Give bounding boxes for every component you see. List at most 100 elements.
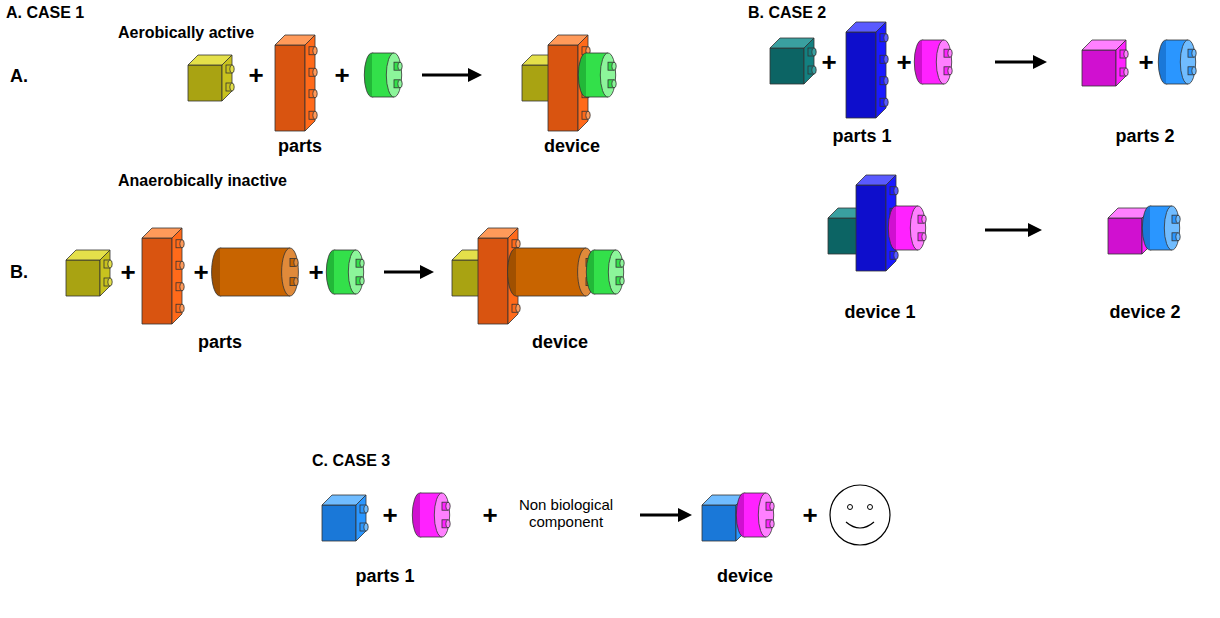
pink-cylinder: [910, 206, 925, 250]
section-title: C. CASE 3: [312, 452, 390, 470]
brick-stud: [620, 277, 624, 285]
brick-stud: [364, 505, 368, 513]
caption-label: device 1: [844, 302, 915, 323]
green-cylinder: [608, 250, 623, 294]
caption-label: parts 2: [1115, 126, 1174, 147]
smiley-face: [846, 522, 874, 528]
blue-cube: [322, 505, 356, 541]
brick-stud: [1192, 49, 1196, 57]
brick-stud: [313, 111, 317, 119]
brick-stud: [894, 251, 898, 259]
plus-sign: +: [308, 259, 323, 285]
pink-cylinder: [744, 537, 766, 538]
orange-brick: [478, 238, 508, 324]
green-cylinder: [386, 53, 401, 97]
brown-cylinder: [220, 296, 290, 297]
brick-stud: [812, 48, 816, 56]
plus-sign: +: [896, 49, 911, 75]
pink-cylinder: [936, 40, 951, 84]
smiley-face: [830, 485, 890, 545]
green-cylinder: [586, 53, 608, 54]
brick-stud: [180, 240, 184, 248]
brown-cylinder: [282, 248, 299, 296]
brick-stud: [446, 502, 450, 510]
plus-sign: +: [482, 502, 497, 528]
pink-cylinder: [896, 206, 918, 207]
brick-stud: [398, 62, 402, 70]
yellow-cube: [188, 65, 222, 101]
plus-sign: +: [334, 62, 349, 88]
blue-cylinder: [1150, 206, 1172, 207]
brick-stud: [948, 67, 952, 75]
brick-stud: [884, 98, 888, 106]
plus-sign: +: [193, 259, 208, 285]
brick-stud: [313, 68, 317, 76]
caption-label: device: [717, 566, 773, 587]
yellow-cube: [66, 260, 100, 296]
caption-label: device: [532, 332, 588, 353]
condition-label: Anaerobically inactive: [118, 172, 287, 190]
green-cylinder: [600, 53, 615, 97]
reaction-arrow: [1033, 55, 1047, 69]
plus-sign: +: [821, 49, 836, 75]
brick-stud: [1176, 215, 1180, 223]
brick-stud: [294, 258, 298, 266]
brick-stud: [1192, 67, 1196, 75]
reaction-arrow: [384, 271, 422, 274]
brick-stud: [612, 62, 616, 70]
blue-cylinder: [1166, 40, 1188, 41]
pink-cylinder: [744, 493, 766, 494]
brick-stud: [516, 304, 520, 312]
brick-stud: [922, 215, 926, 223]
reaction-arrow: [422, 74, 470, 77]
brick-stud: [1176, 233, 1180, 241]
pink-cube: [1116, 40, 1126, 86]
blue-cylinder: [1180, 40, 1195, 84]
pink-cylinder: [420, 537, 442, 538]
blue-brick: [846, 32, 876, 118]
pink-cylinder: [758, 493, 773, 537]
row-label: A.: [10, 66, 28, 87]
yellow-cube: [100, 250, 110, 296]
pink-cylinder: [922, 84, 944, 85]
green-cylinder: [334, 294, 356, 295]
brick-stud: [770, 502, 774, 510]
caption-label: device: [544, 136, 600, 157]
orange-brick: [548, 45, 578, 131]
brick-stud: [948, 49, 952, 57]
condition-label: Aerobically active: [118, 24, 254, 42]
brown-cylinder: [516, 296, 586, 297]
pink-cube: [1082, 50, 1116, 86]
caption-label: parts: [278, 136, 322, 157]
brick-stud: [108, 260, 112, 268]
plus-sign: +: [248, 62, 263, 88]
brick-stud: [364, 523, 368, 531]
plus-sign: +: [802, 502, 817, 528]
brick-stud: [884, 55, 888, 63]
teal-cube: [770, 48, 804, 84]
brick-stud: [294, 278, 298, 286]
blue-cylinder: [1164, 206, 1179, 250]
brick-stud: [230, 65, 234, 73]
brick-stud: [180, 304, 184, 312]
brick-stud: [586, 111, 590, 119]
blue-cylinder: [1166, 84, 1188, 85]
brick-stud: [180, 261, 184, 269]
section-title: B. CASE 2: [748, 4, 826, 22]
blue-cylinder: [1150, 250, 1172, 251]
brick-stud: [1124, 50, 1128, 58]
blue-cube: [702, 505, 736, 541]
reaction-arrow: [678, 508, 692, 522]
row-label: B.: [10, 262, 28, 283]
brown-cylinder: [516, 248, 586, 249]
reaction-arrow: [468, 68, 482, 82]
brick-stud: [922, 233, 926, 241]
brick-stud: [812, 66, 816, 74]
orange-brick: [142, 238, 172, 324]
green-cylinder: [594, 294, 616, 295]
green-cylinder: [348, 250, 363, 294]
component-label: Non biological component: [504, 496, 629, 531]
reaction-arrow: [985, 229, 1030, 232]
plus-sign: +: [382, 502, 397, 528]
brick-stud: [516, 240, 520, 248]
